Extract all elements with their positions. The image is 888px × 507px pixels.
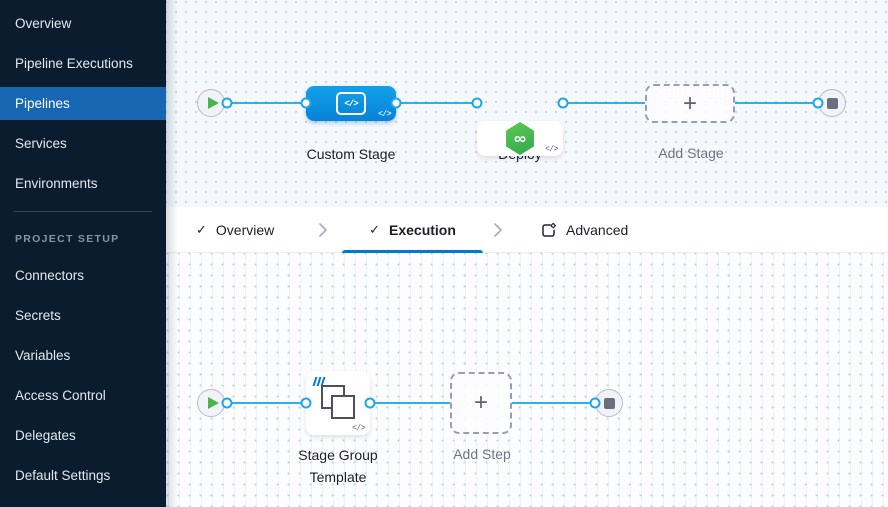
chevron-right-icon — [319, 223, 327, 237]
tab-advanced[interactable]: Advanced — [540, 207, 628, 253]
project-setup-heading: PROJECT SETUP — [15, 233, 120, 245]
chevron-right-icon — [494, 223, 502, 237]
connector-port[interactable] — [390, 97, 402, 109]
custom-stage-icon: </> — [336, 92, 366, 115]
edge-line — [227, 402, 306, 404]
stage-config-tabbar: ✓ Overview ✓ Execution — [166, 207, 888, 253]
sidebar-item-environments[interactable]: Environments — [15, 175, 98, 191]
stage-node-custom-stage[interactable]: </> </> — [306, 86, 396, 121]
advanced-settings-icon — [542, 222, 556, 237]
connector-port[interactable] — [300, 97, 312, 109]
stop-icon — [826, 97, 838, 109]
edge-line — [396, 102, 477, 104]
sidebar-divider — [14, 211, 152, 212]
sidebar-nav: Overview Pipeline Executions Pipelines S… — [0, 0, 166, 203]
sidebar-item-default-settings[interactable]: Default Settings — [15, 467, 111, 483]
play-icon — [207, 397, 219, 409]
connector-port[interactable] — [300, 397, 312, 409]
sidebar-item-overview[interactable]: Overview — [15, 15, 72, 31]
plus-icon: + — [473, 389, 488, 416]
step-label: Stage Group Template — [298, 447, 378, 485]
stage-group-icon — [320, 385, 356, 421]
add-stage-button[interactable]: + — [645, 84, 735, 123]
play-icon — [207, 97, 219, 109]
add-stage-label: Add Stage — [658, 145, 724, 161]
sidebar-setup-nav: Connectors Secrets Variables Access Cont… — [0, 252, 166, 495]
add-step-label: Add Step — [453, 446, 511, 462]
stage-node-deploy[interactable]: ∞ </> — [477, 121, 563, 156]
pipeline-studio-main: </> </> Custom Stage ∞ </> Deploy + Add … — [166, 0, 888, 507]
tab-overview[interactable]: ✓ Overview — [196, 207, 274, 253]
stage-graph-canvas[interactable]: </> </> Custom Stage ∞ </> Deploy + Add … — [166, 0, 888, 207]
stage-label: Custom Stage — [306, 146, 396, 162]
tab-label: Execution — [389, 222, 456, 238]
code-view-icon[interactable]: </> — [545, 145, 558, 154]
execution-start-node — [197, 389, 225, 417]
add-step-button[interactable]: + — [450, 372, 512, 434]
edge-line — [227, 102, 306, 104]
code-view-icon[interactable]: </> — [378, 110, 391, 119]
check-icon: ✓ — [196, 222, 207, 237]
tab-label: Advanced — [566, 222, 629, 238]
tab-label: Overview — [215, 222, 275, 238]
sidebar-item-pipelines[interactable]: Pipelines — [0, 87, 166, 120]
sidebar-item-access-control[interactable]: Access Control — [15, 387, 106, 403]
sidebar-item-variables[interactable]: Variables — [15, 347, 71, 363]
plus-icon: + — [682, 89, 697, 117]
connector-port[interactable] — [589, 397, 601, 409]
edge-line — [512, 402, 595, 404]
edge-line — [370, 402, 450, 404]
sidebar: Overview Pipeline Executions Pipelines S… — [0, 0, 166, 507]
check-icon: ✓ — [369, 222, 380, 237]
tab-execution[interactable]: ✓ Execution — [342, 207, 483, 253]
connector-port[interactable] — [364, 397, 376, 409]
connector-port[interactable] — [812, 97, 824, 109]
connector-port[interactable] — [557, 97, 569, 109]
pipeline-start-node — [197, 89, 225, 117]
sidebar-item-secrets[interactable]: Secrets — [15, 307, 61, 323]
sidebar-item-delegates[interactable]: Delegates — [15, 427, 76, 443]
execution-graph-canvas[interactable]: </> Stage Group Template + Add Step — [166, 253, 888, 507]
code-view-icon[interactable]: </> — [352, 424, 365, 433]
edge-line — [735, 102, 818, 104]
connector-port[interactable] — [221, 97, 233, 109]
edge-line — [563, 102, 645, 104]
connector-port[interactable] — [471, 97, 483, 109]
sidebar-item-connectors[interactable]: Connectors — [15, 267, 85, 283]
sidebar-item-pipeline-executions[interactable]: Pipeline Executions — [15, 55, 133, 71]
connector-port[interactable] — [221, 397, 233, 409]
step-node-stage-group-template[interactable]: </> — [306, 371, 370, 435]
deploy-cd-icon: ∞ — [506, 122, 534, 155]
sidebar-item-services[interactable]: Services — [15, 135, 67, 151]
stop-icon — [603, 397, 615, 409]
